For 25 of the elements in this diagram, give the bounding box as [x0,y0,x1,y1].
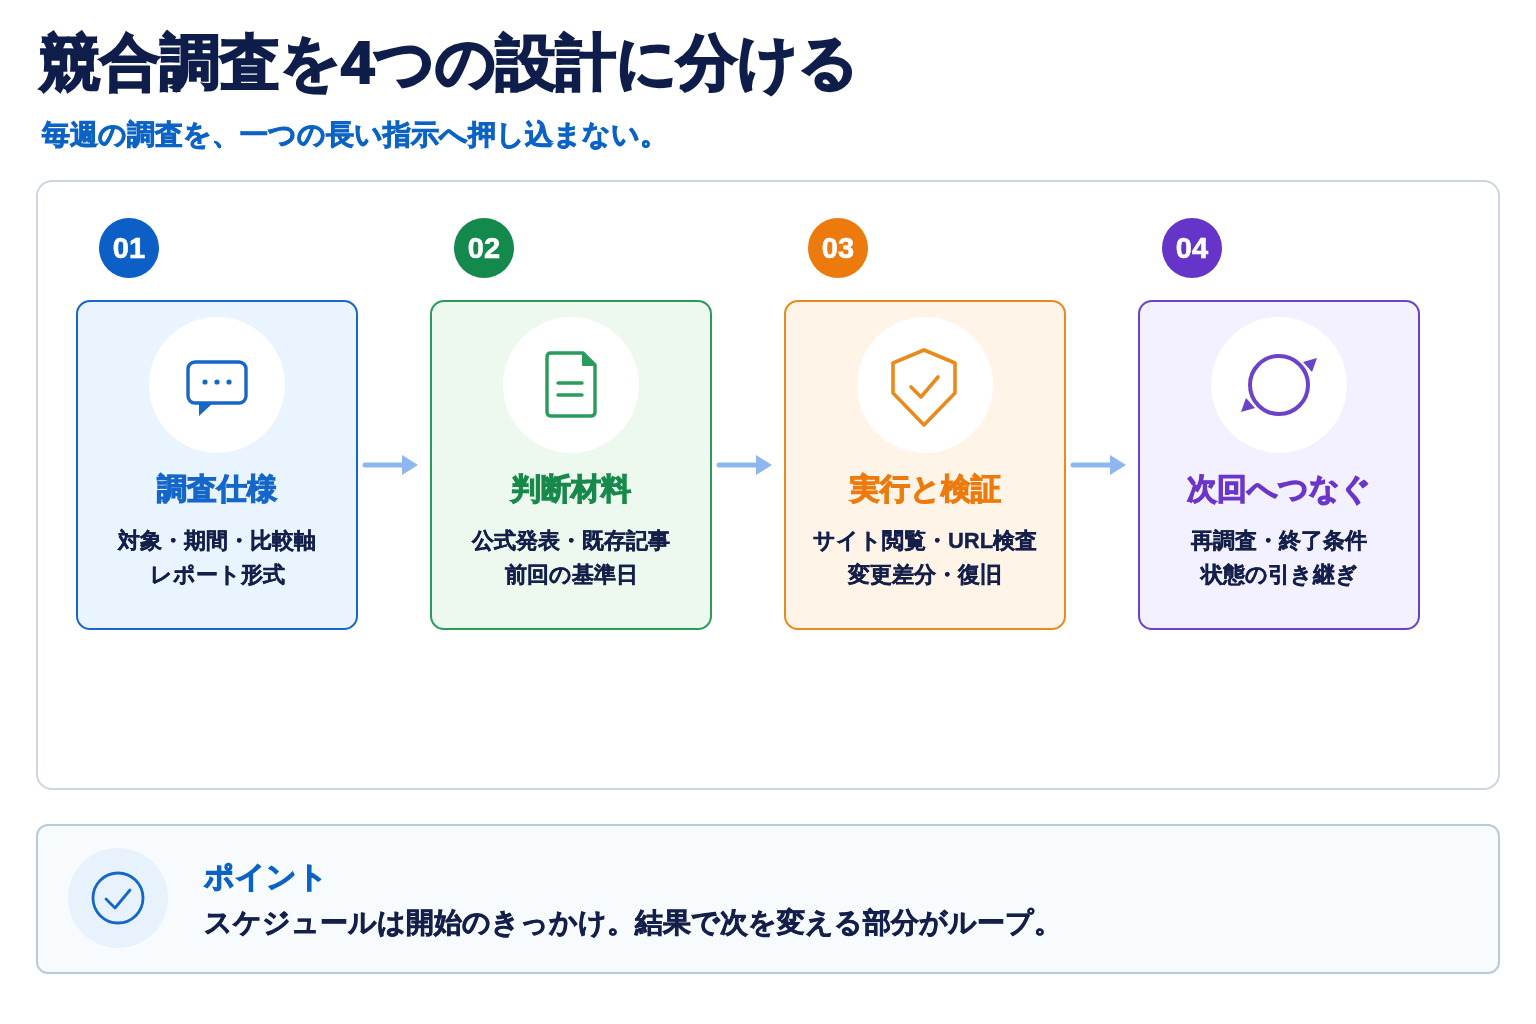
step-number: 01 [99,218,159,278]
step-title: 判断材料 [510,471,632,507]
step-title: 次回へつなぐ [1186,471,1372,507]
step-card [1138,300,1420,630]
step-card [76,300,358,630]
step-description: 再調査・終了条件状態の引き継ぎ [1190,527,1368,589]
arrow [362,455,418,475]
arrow [1070,455,1126,475]
subtitle: 毎週の調査を、一つの長い指示へ押し込まない。 [42,118,668,152]
note-box [36,824,1500,974]
step-description: サイト閲覧・URL検査変更差分・復旧 [811,527,1039,589]
step-card [784,300,1066,630]
arrow [716,455,772,475]
step-number: 04 [1162,218,1222,278]
panel [36,180,1500,790]
step-card [430,300,712,630]
step-title: 実行と検証 [848,471,1002,507]
note-text: スケジュールは開始のきっかけ。結果で次を変える部分がループ。 [204,906,1062,940]
step-number: 02 [454,218,514,278]
step-number: 03 [808,218,868,278]
step-title: 調査仕様 [156,471,278,507]
title: 競合調査を4つの設計に分ける [40,28,860,98]
note-heading: ポイント [204,859,328,895]
step-description: 公式発表・既存記事前回の基準日 [470,527,671,589]
step-description: 対象・期間・比較軸レポート形式 [116,527,317,589]
